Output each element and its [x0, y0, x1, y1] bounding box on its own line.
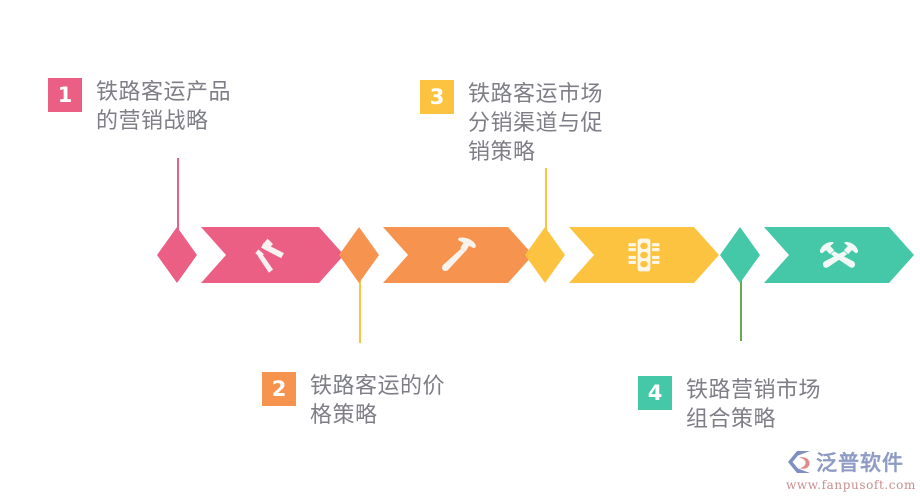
process-step-3[interactable]	[569, 227, 719, 283]
diamond-shape-icon	[339, 227, 379, 283]
step-title-1: 铁路客运产品 的营销战略	[96, 80, 232, 135]
connector-line-step-3	[545, 168, 547, 236]
watermark-brand-row: 泛普软件	[786, 447, 914, 477]
diamond-marker-2[interactable]	[339, 227, 379, 283]
diamond-shape-icon	[525, 227, 565, 283]
watermark-url-text: www.fanpusoft.com	[786, 478, 916, 492]
chevron-shape-1	[201, 227, 344, 283]
diamond-shape-icon	[157, 227, 197, 283]
step-label-1[interactable]: 1 铁路客运产品 的营销战略	[48, 78, 231, 136]
step-number-1: 1	[48, 78, 82, 112]
watermark: 泛普软件 www.fanpusoft.com	[786, 447, 916, 493]
connector-line-step-1	[177, 158, 179, 236]
step-label-3[interactable]: 3 铁路客运市场 分销渠道与促 销策略	[420, 80, 603, 167]
step-number-3: 3	[420, 80, 454, 114]
step-title-4: 铁路营销市场 组合策略	[686, 378, 822, 433]
connector-line-step-2	[359, 263, 361, 343]
crossed-hammers-icon	[819, 241, 859, 268]
step-title-3: 铁路客运市场 分销渠道与促 销策略	[468, 82, 604, 166]
diamond-marker-3[interactable]	[525, 227, 565, 283]
step-label-4[interactable]: 4 铁路营销市场 组合策略	[638, 376, 821, 434]
watermark-brand-text: 泛普软件	[816, 451, 904, 475]
pickaxe-icon	[254, 238, 284, 273]
diamond-marker-1[interactable]	[157, 227, 197, 283]
connector-line-step-4	[740, 263, 742, 341]
process-ribbon	[0, 227, 920, 283]
traffic-light-icon	[628, 238, 660, 272]
hammer-icon	[441, 237, 476, 272]
fanpu-logo-icon	[788, 451, 810, 473]
diamond-marker-4[interactable]	[720, 227, 760, 283]
step-number-4: 4	[638, 376, 672, 410]
step-label-2[interactable]: 2 铁路客运的价 格策略	[262, 372, 445, 430]
process-step-1[interactable]	[201, 227, 344, 283]
diamond-shape-icon	[720, 227, 760, 283]
step-number-2: 2	[262, 372, 296, 406]
step-title-2: 铁路客运的价 格策略	[310, 374, 446, 429]
process-step-2[interactable]	[383, 227, 533, 283]
process-step-4[interactable]	[764, 227, 914, 283]
